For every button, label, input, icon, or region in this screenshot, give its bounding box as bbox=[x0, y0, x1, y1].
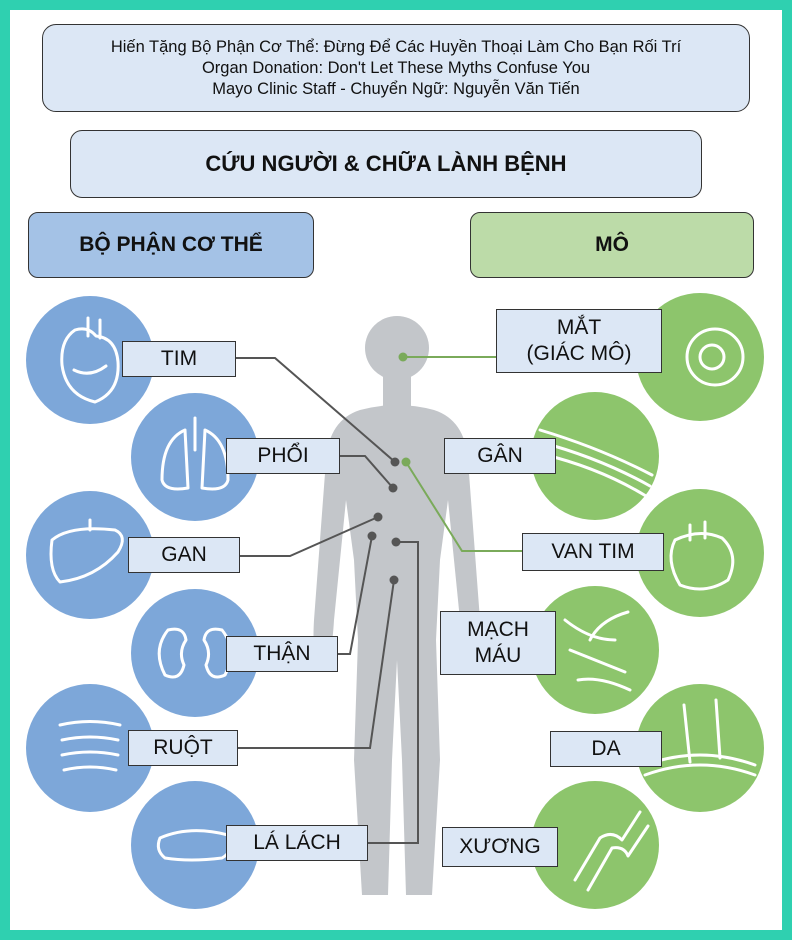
label-skin: DA bbox=[550, 731, 662, 767]
eye-icon bbox=[685, 327, 745, 387]
blood-vessel-icon bbox=[563, 610, 632, 692]
liver-circle bbox=[26, 491, 154, 619]
pancreas-circle bbox=[131, 781, 259, 909]
organ-circles bbox=[26, 296, 259, 909]
author-credit: Mayo Clinic Staff - Chuyển Ngữ: Nguyễn V… bbox=[212, 79, 580, 98]
lungs-icon bbox=[160, 416, 230, 491]
label-heart: TIM bbox=[122, 341, 236, 377]
label-liver: GAN bbox=[128, 537, 240, 573]
category-tissues: MÔ bbox=[470, 212, 754, 278]
label-kidneys: THẬN bbox=[226, 636, 338, 672]
title-box: Hiến Tặng Bộ Phận Cơ Thể: Đừng Để Các Hu… bbox=[42, 24, 750, 112]
bone-icon bbox=[573, 810, 650, 892]
intestine-circle bbox=[26, 684, 154, 812]
human-silhouette bbox=[313, 316, 481, 895]
title-english: Organ Donation: Don't Let These Myths Co… bbox=[201, 58, 591, 77]
heart-valve-circle bbox=[636, 489, 764, 617]
label-lungs: PHỔI bbox=[226, 438, 340, 474]
label-tendon: GÂN bbox=[444, 438, 556, 474]
heart-circle bbox=[26, 296, 154, 424]
title-vietnamese: Hiến Tặng Bộ Phận Cơ Thể: Đừng Để Các Hu… bbox=[110, 37, 682, 56]
tissue-connectors bbox=[403, 356, 522, 552]
skin-circle bbox=[636, 684, 764, 812]
pancreas-icon bbox=[156, 829, 233, 862]
organ-connectors bbox=[236, 357, 419, 844]
heart-icon bbox=[60, 316, 120, 404]
tissue-connector-dots bbox=[398, 352, 411, 467]
kidneys-circle bbox=[131, 589, 259, 717]
liver-icon bbox=[49, 518, 124, 584]
heart-valve-icon bbox=[669, 520, 735, 591]
tissue-circles bbox=[531, 293, 764, 909]
subtitle-banner: CỨU NGƯỜI & CHỮA LÀNH BỆNH bbox=[70, 130, 702, 198]
organ-connector-dots bbox=[367, 457, 401, 585]
label-bone: XƯƠNG bbox=[442, 827, 558, 867]
label-heart-valve: VAN TIM bbox=[522, 533, 664, 571]
blood-vessel-circle bbox=[531, 586, 659, 714]
label-blood-vessel: MẠCH MÁU bbox=[440, 611, 556, 675]
tendon-circle bbox=[531, 392, 659, 520]
label-cornea: MẮT (GIÁC MÔ) bbox=[496, 309, 662, 373]
label-pancreas: LÁ LÁCH bbox=[226, 825, 368, 861]
intestine-icon bbox=[58, 720, 122, 772]
lungs-circle bbox=[131, 393, 259, 521]
label-intestine: RUỘT bbox=[128, 730, 238, 766]
category-organs: BỘ PHẬN CƠ THỂ bbox=[28, 212, 314, 278]
